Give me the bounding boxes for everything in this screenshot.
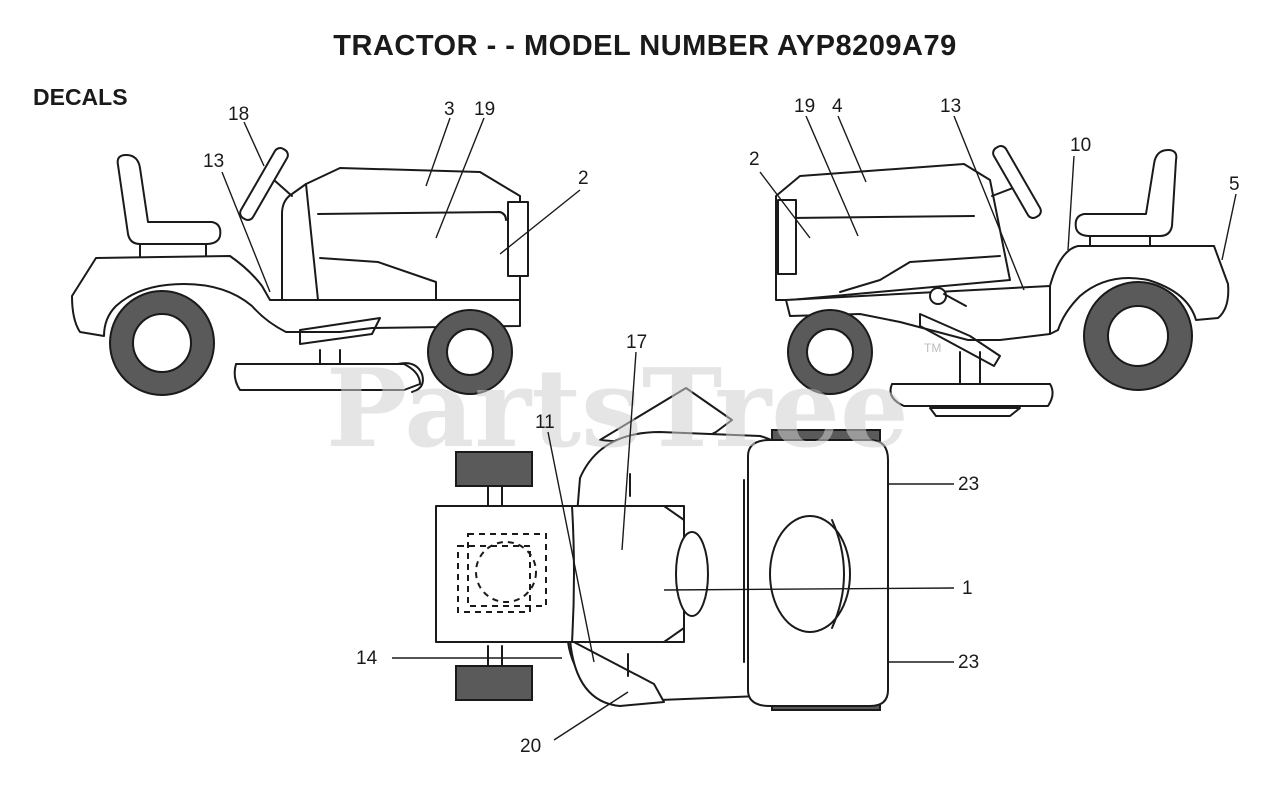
leader-20	[553, 691, 629, 741]
steering-column	[273, 179, 293, 197]
deck-skid	[929, 407, 1021, 417]
leader-4	[837, 115, 867, 183]
seat	[116, 154, 222, 245]
hood	[305, 167, 521, 301]
leader-3-left	[425, 117, 451, 187]
leader-13-left	[221, 171, 271, 293]
callout-3: 3	[444, 99, 455, 120]
hood-line	[317, 211, 507, 221]
top-view	[435, 387, 889, 711]
top-left-rear-tire	[455, 665, 533, 701]
callout-19-right: 19	[794, 96, 815, 117]
seat	[1074, 149, 1178, 237]
leader-18	[243, 121, 265, 167]
callout-19-left: 19	[474, 99, 495, 120]
steering-wheel	[239, 147, 289, 221]
front-axle-stubs	[487, 485, 503, 667]
hood-lower-line	[839, 255, 1001, 293]
leader-2-left	[499, 189, 581, 255]
right-side-view	[775, 145, 1230, 417]
decal-outline-back	[457, 545, 531, 613]
top-seat-ridge	[831, 519, 845, 629]
top-hood-ring	[675, 531, 709, 617]
decal-outline-circle	[475, 541, 537, 603]
left-front-hub	[446, 328, 494, 376]
watermark: PartsTree	[326, 346, 909, 472]
deck-chute	[397, 362, 424, 393]
callout-numbers: 18 13 3 19 2 19 4 13 2 10 5 17 11 23 1 1…	[203, 96, 1240, 757]
right-front-hub	[806, 328, 854, 376]
deck-mount	[299, 317, 381, 365]
top-marks	[627, 473, 631, 677]
hood	[775, 163, 1011, 301]
mower-deck	[233, 363, 421, 391]
leader-19-left	[435, 117, 485, 239]
lift-lever-knob	[929, 287, 947, 305]
callout-10: 10	[1070, 135, 1091, 156]
rear-fender	[1049, 245, 1230, 335]
callout-23-top: 23	[958, 474, 979, 495]
lift-lever	[943, 293, 967, 307]
page-title: TRACTOR - - MODEL NUMBER AYP8209A79	[333, 30, 957, 62]
leader-11	[547, 431, 595, 663]
watermark-trademark: TM	[924, 341, 941, 355]
callout-13-left: 13	[203, 151, 224, 172]
leader-19-right	[805, 115, 859, 237]
grille-decal	[777, 199, 797, 275]
right-rear-hub	[1107, 305, 1169, 367]
section-label: DECALS	[33, 84, 128, 110]
rear-fender	[71, 255, 521, 337]
leader-1	[663, 587, 955, 591]
callout-5: 5	[1229, 174, 1240, 195]
top-hood-taper	[571, 505, 685, 643]
leader-5	[1221, 193, 1237, 261]
leader-13-right	[953, 115, 1025, 291]
leader-17	[621, 351, 637, 551]
hood-line	[789, 215, 975, 219]
callout-18: 18	[228, 104, 249, 125]
callout-14: 14	[356, 648, 378, 669]
steering-wheel	[992, 145, 1042, 219]
callout-20: 20	[520, 736, 541, 757]
callout-23-bottom: 23	[958, 652, 979, 673]
callout-13-right: 13	[940, 96, 961, 117]
callout-1: 1	[962, 578, 973, 599]
decal-outline-front	[467, 533, 547, 607]
left-rear-hub	[132, 313, 192, 373]
leader-2-right	[759, 171, 811, 239]
leader-10	[1067, 155, 1075, 251]
top-left-front-tire	[455, 451, 533, 487]
callout-17: 17	[626, 332, 647, 353]
callout-4: 4	[832, 96, 843, 117]
deck-mount	[919, 313, 1001, 385]
callout-11: 11	[535, 412, 555, 433]
hood-lower-line	[319, 257, 437, 301]
left-side-view	[71, 147, 529, 396]
callout-2-left: 2	[578, 168, 589, 189]
top-seat	[769, 515, 851, 633]
mower-deck	[889, 383, 1054, 407]
callout-2-right: 2	[749, 149, 760, 170]
leader-lines	[221, 115, 1237, 741]
